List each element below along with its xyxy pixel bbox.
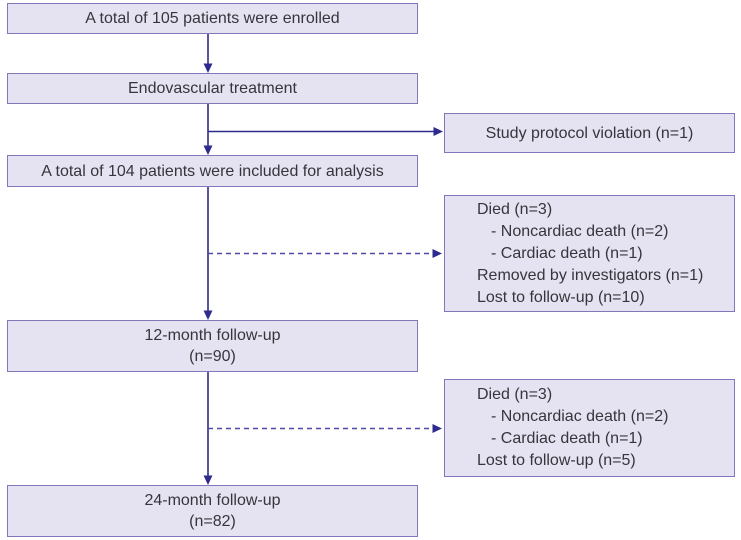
attrition-12-removed: Removed by investigators (n=1)	[477, 266, 704, 284]
side-box-attrition-before-12-month: Died (n=3) - Noncardiac death (n=2) - Ca…	[444, 195, 735, 312]
flow-box-24-month-title: 24-month follow-up	[144, 492, 281, 509]
arrowhead-right-icon	[432, 249, 442, 258]
side-box-attrition-before-24-month: Died (n=3) - Noncardiac death (n=2) - Ca…	[444, 379, 735, 477]
attrition-24-lost: Lost to follow-up (n=5)	[477, 452, 636, 469]
attrition-12-cardiac: - Cardiac death (n=1)	[491, 244, 643, 262]
flow-box-enrolled-text: A total of 105 patients were enrolled	[85, 10, 340, 27]
attrition-24-noncardiac: - Noncardiac death (n=2)	[491, 408, 669, 425]
attrition-12-lost: Lost to follow-up (n=10)	[477, 288, 645, 306]
flow-box-24-month-count: (n=82)	[189, 513, 236, 530]
attrition-12-died: Died (n=3)	[477, 200, 553, 218]
attrition-12-noncardiac: - Noncardiac death (n=2)	[491, 222, 669, 240]
flow-box-12-month-count: (n=90)	[189, 348, 236, 365]
flow-box-treatment: Endovascular treatment	[7, 73, 418, 104]
dashed-arrow-right-attrition-12month	[208, 249, 442, 258]
arrowhead-right-icon	[432, 424, 442, 433]
flow-box-analysis: A total of 104 patients were included fo…	[7, 155, 418, 187]
arrow-right-protocol-violation	[208, 127, 443, 136]
attrition-24-died: Died (n=3)	[477, 386, 553, 403]
dashed-arrow-right-attrition-24month	[208, 424, 442, 433]
arrow-down-analysis-to-12month	[203, 187, 213, 320]
flow-box-12-month-title: 12-month follow-up	[144, 327, 281, 344]
arrow-down-treatment-to-analysis	[203, 104, 213, 155]
flow-box-analysis-text: A total of 104 patients were included fo…	[41, 162, 384, 180]
flow-box-24-month-followup: 24-month follow-up (n=82)	[7, 485, 418, 537]
protocol-violation-text: Study protocol violation (n=1)	[485, 124, 694, 142]
arrowhead-down-icon	[203, 145, 213, 155]
arrowhead-right-icon	[433, 127, 443, 136]
arrowhead-down-icon	[203, 63, 213, 73]
arrowhead-down-icon	[203, 310, 213, 320]
flow-box-treatment-text: Endovascular treatment	[128, 80, 297, 97]
flow-box-12-month-followup: 12-month follow-up (n=90)	[7, 320, 418, 372]
arrow-down-12month-to-24month	[203, 372, 213, 485]
side-box-protocol-violation: Study protocol violation (n=1)	[444, 113, 735, 153]
arrow-down-enrolled-to-treatment	[203, 33, 213, 73]
attrition-24-cardiac: - Cardiac death (n=1)	[491, 430, 643, 447]
flow-box-enrolled: A total of 105 patients were enrolled	[7, 3, 418, 34]
arrowhead-down-icon	[203, 475, 213, 485]
